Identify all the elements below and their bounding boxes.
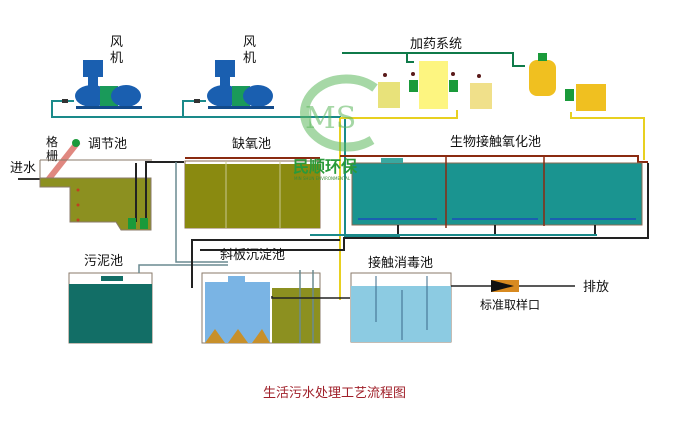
- sludge-pipe: [138, 264, 228, 273]
- blower-motor: [83, 60, 103, 77]
- contact-oxidation-tank-label: 生物接触氧化池: [450, 134, 541, 150]
- blower-neck: [220, 77, 230, 87]
- sludge-hoppers: [205, 329, 270, 343]
- dosing-pump-1: [409, 80, 418, 92]
- blower-2-label-b: 机: [243, 51, 256, 66]
- pump-indicator: [383, 73, 387, 77]
- watermark-company-en: MIN SHUN ENVIRONMENTAL: [294, 176, 351, 181]
- dosing-pump-2: [449, 80, 458, 92]
- settling-inlet-pipe: [191, 239, 340, 288]
- grille-motor: [72, 139, 80, 147]
- blower-base: [208, 106, 274, 109]
- settling-water: [205, 276, 270, 343]
- sludge-tank-label: 污泥池: [84, 254, 123, 269]
- grille-screen: [45, 140, 81, 182]
- dosing-system-label: 加药系统: [410, 37, 462, 52]
- logo-letters: MS: [305, 101, 356, 136]
- dosing-tank-main: [419, 61, 448, 109]
- inclined-settling-tank-label: 斜板沉淀池: [220, 248, 285, 263]
- dosing-pump-3: [565, 89, 574, 101]
- settling-outlet-pipe: [271, 296, 350, 299]
- air-valves: [62, 99, 200, 103]
- pump-indicator: [477, 74, 481, 78]
- blower-2-label-a: 风: [243, 35, 256, 50]
- dosing-tanks: [378, 53, 606, 111]
- sludge-water: [69, 284, 152, 343]
- aeration-risers: [397, 225, 596, 234]
- equalization-tank: [39, 177, 152, 231]
- blower-motor: [215, 60, 235, 77]
- anoxic-tank-label: 缺氧池: [232, 137, 271, 152]
- blower-body-right: [111, 85, 141, 107]
- dosing-drum: [529, 60, 556, 96]
- pump-indicator: [411, 72, 415, 76]
- grille-label-a: 格: [46, 134, 58, 149]
- lift-pipe: [145, 161, 184, 163]
- blower-1-label-a: 风: [110, 35, 123, 50]
- blower-1-label-b: 机: [110, 51, 123, 66]
- contact-oxidation-tank: [351, 162, 643, 226]
- sampling-port-label: 标准取样口: [480, 297, 540, 312]
- blower-base: [76, 106, 142, 109]
- dosing-tank-small-1: [378, 82, 400, 108]
- diagram-title: 生活污水处理工艺流程图: [263, 386, 406, 401]
- equalization-tank-label: 调节池: [88, 137, 127, 152]
- oxidation-outflow-pipe: [200, 163, 649, 251]
- return-pipe: [175, 162, 228, 263]
- blower-body-right: [243, 85, 273, 107]
- dosing-pipe: [342, 52, 525, 67]
- oxidation-top-pipe: [340, 155, 648, 163]
- settling-clear-zone: [272, 288, 320, 343]
- discharge-label: 排放: [583, 280, 609, 295]
- pump-indicator: [451, 72, 455, 76]
- watermark-logo: MS 民顺环保 MIN SHUN ENVIRONMENTAL: [293, 74, 378, 181]
- logo-ring: [300, 74, 378, 152]
- contact-disinfection-tank-label: 接触消毒池: [368, 255, 433, 271]
- flow-arrow-icon: [491, 280, 514, 292]
- dosing-tank-small-2: [470, 83, 492, 109]
- grille-label-b: 栅: [46, 148, 58, 163]
- inlet-label: 进水: [10, 161, 36, 176]
- watermark-company-cn: 民顺环保: [293, 157, 358, 176]
- oxidation-inlet-box: [381, 158, 403, 163]
- blower-1: [75, 60, 142, 109]
- sludge-level-gauge: [101, 276, 123, 281]
- blower-2: [207, 60, 274, 109]
- dosing-tank-right: [576, 84, 606, 111]
- lift-pumps: [76, 163, 148, 229]
- dosing-drum-cap: [538, 53, 547, 61]
- anoxic-water: [185, 164, 320, 228]
- disinfection-water: [351, 286, 451, 342]
- blower-neck: [88, 77, 98, 87]
